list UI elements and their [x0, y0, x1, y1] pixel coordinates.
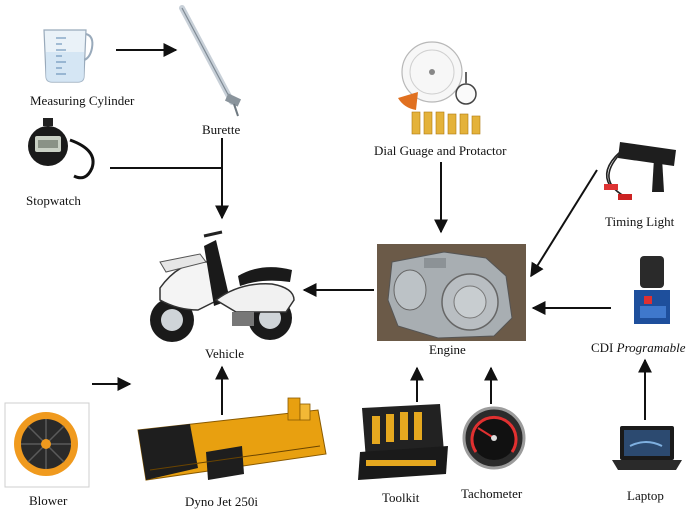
- stopwatch-icon: [28, 118, 95, 180]
- label-cdi-text: CDI: [591, 340, 614, 355]
- label-blower: Blower: [29, 493, 68, 508]
- arrow-timinglight-to-engine: [530, 169, 598, 278]
- measuring-cylinder-icon: [43, 29, 94, 83]
- label-cdi: CDI Programable: [591, 340, 686, 356]
- toolkit-case-icon: [358, 404, 448, 480]
- label-dial-gauge: Dial Guage and Protactor: [374, 143, 507, 158]
- label-laptop: Laptop: [627, 488, 664, 503]
- label-tachometer: Tachometer: [461, 486, 523, 501]
- timing-light-icon: [604, 142, 676, 200]
- label-cdi-italic: Programable: [616, 340, 686, 355]
- motorcycle-icon: [150, 230, 295, 342]
- blower-fan-icon: [4, 402, 90, 488]
- label-dyno: Dyno Jet 250i: [185, 494, 258, 509]
- laptop-icon: [612, 426, 682, 470]
- cdi-module-icon: [634, 256, 670, 324]
- burette-icon: [179, 5, 242, 117]
- engine-icon: [377, 244, 526, 341]
- label-engine: Engine: [429, 342, 466, 357]
- label-burette: Burette: [202, 122, 241, 137]
- label-vehicle: Vehicle: [205, 346, 244, 361]
- label-toolkit: Toolkit: [382, 490, 420, 505]
- dynamometer-icon: [137, 397, 327, 481]
- label-measuring-cylinder: Measuring Cylinder: [30, 93, 135, 108]
- arrows: [92, 43, 652, 420]
- label-timing-light: Timing Light: [605, 214, 675, 229]
- tachometer-icon: [462, 406, 526, 470]
- dial-gauge-protractor-icon: [398, 41, 481, 135]
- label-stopwatch: Stopwatch: [26, 193, 81, 208]
